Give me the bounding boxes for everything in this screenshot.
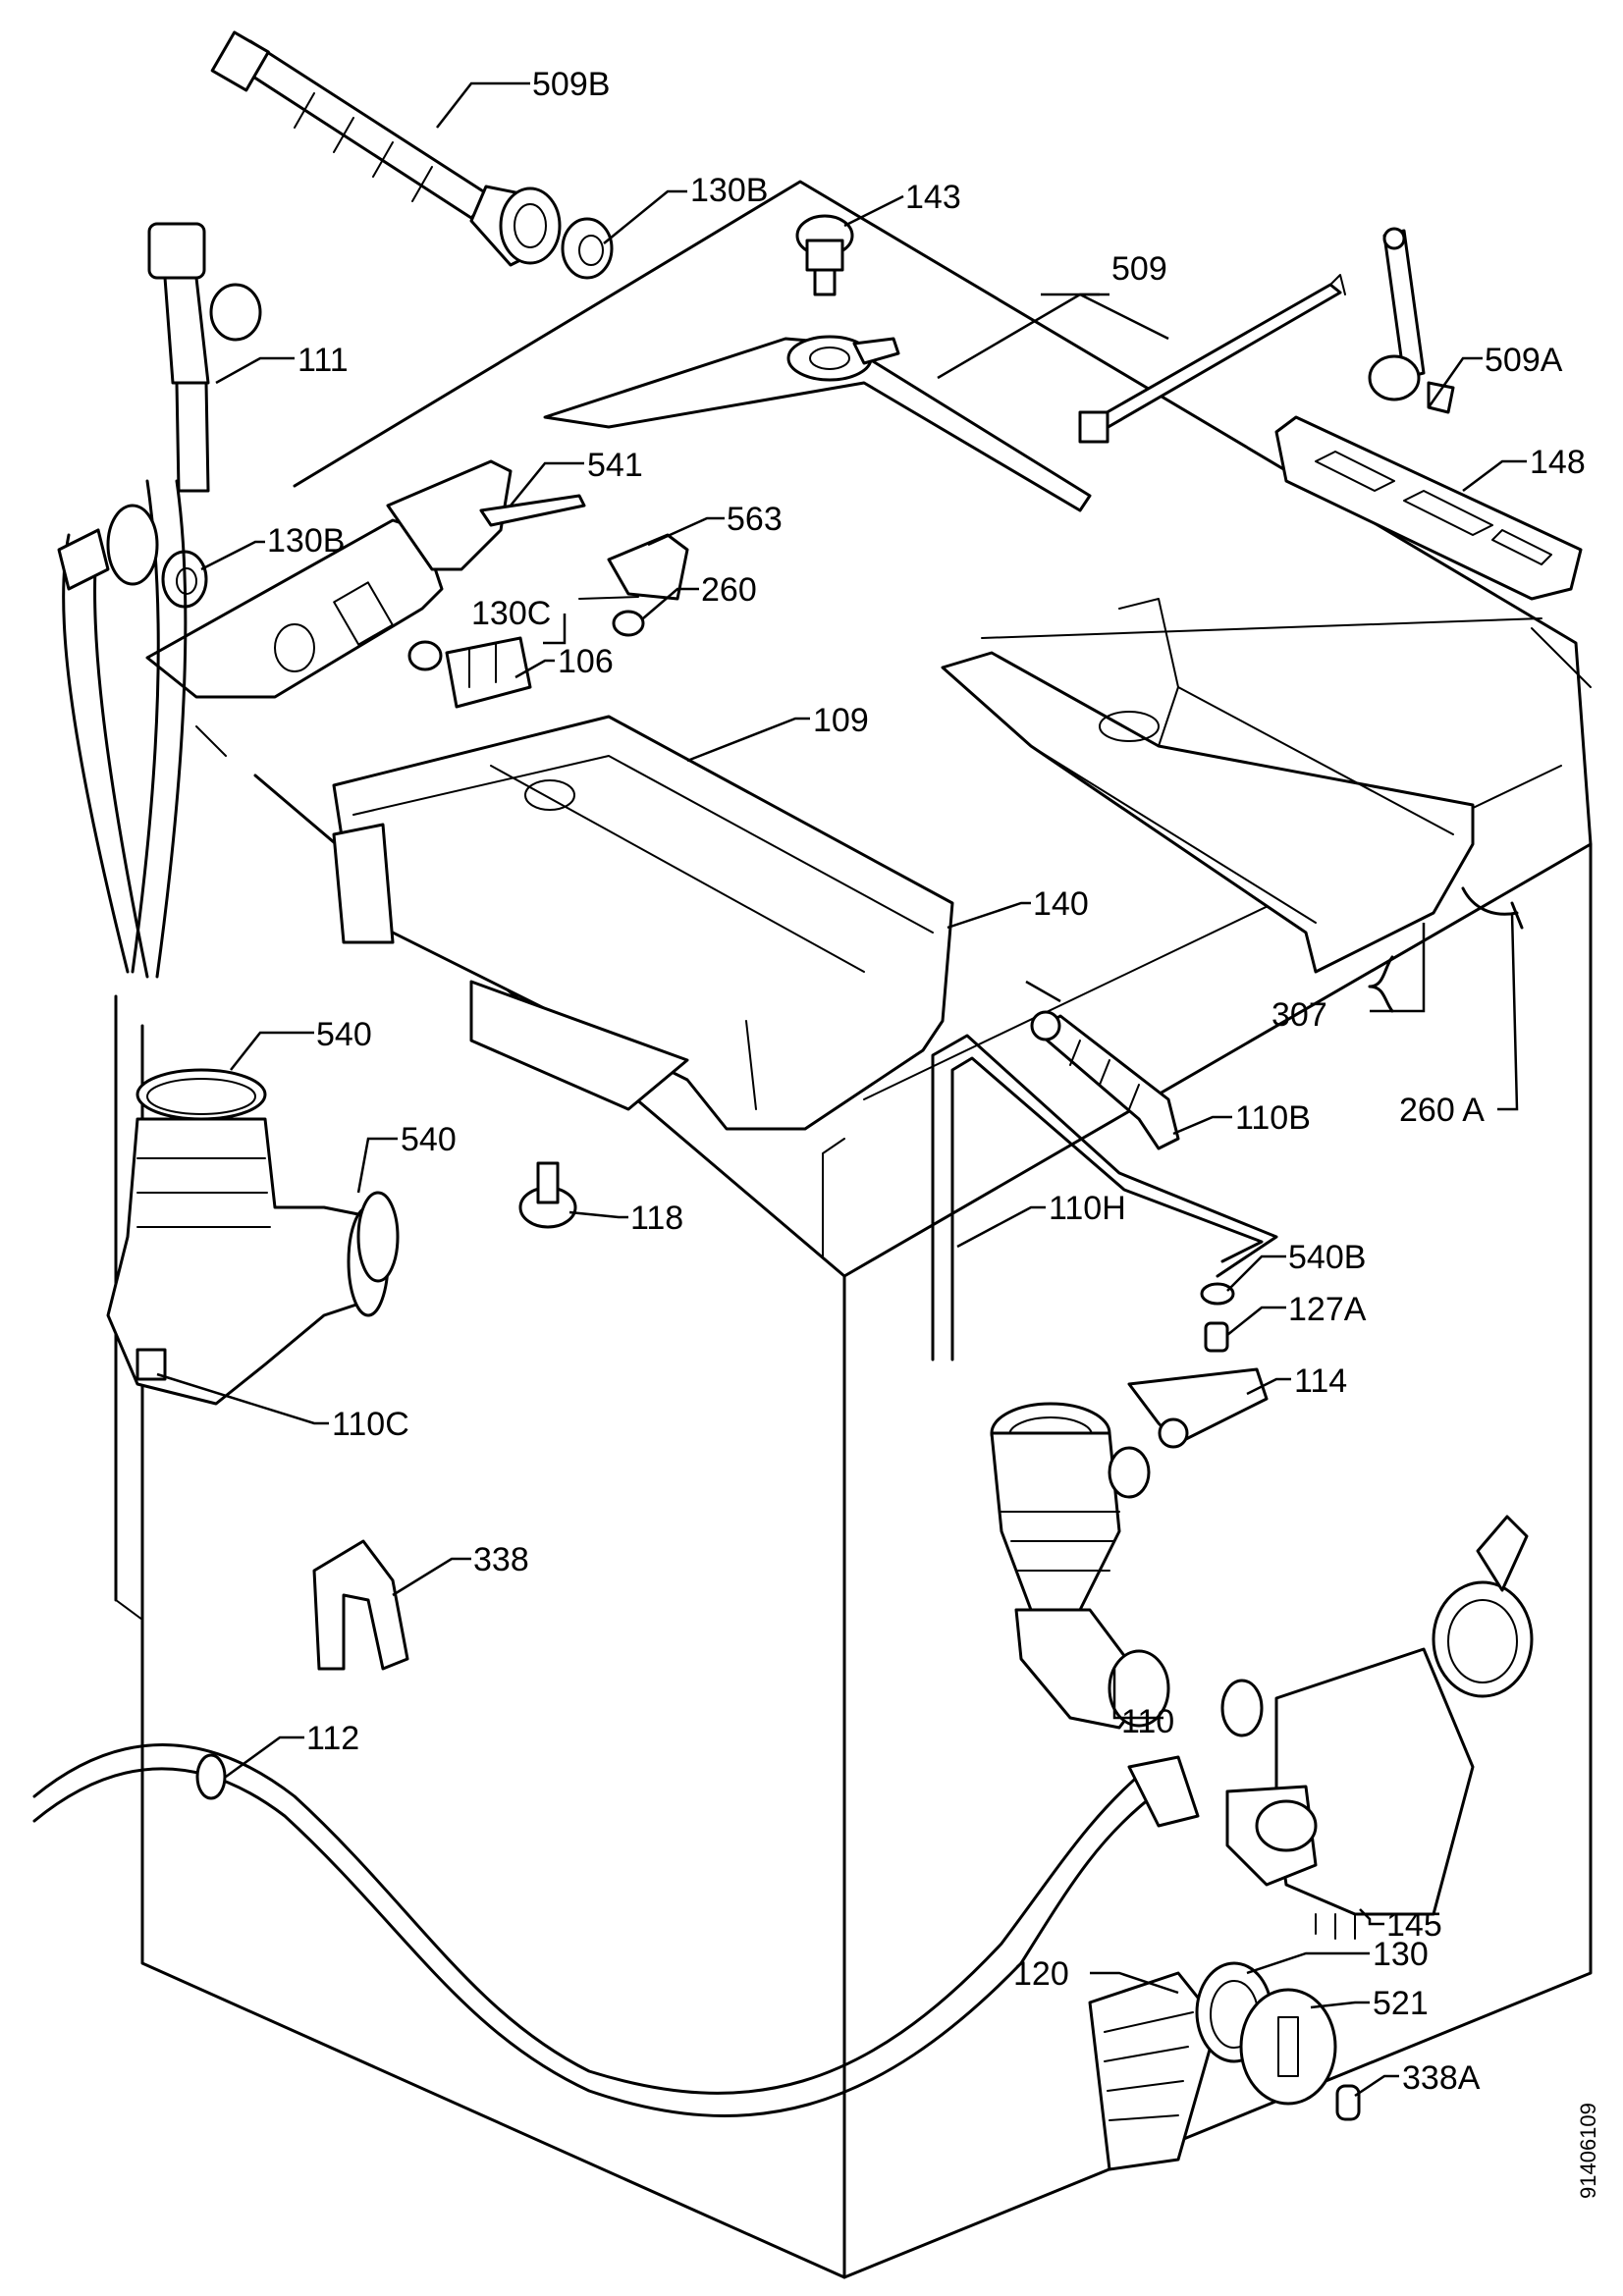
label-111: 111 xyxy=(298,342,349,379)
part-521-cap xyxy=(1239,1988,1337,2106)
part-114-heater-clip xyxy=(1127,1367,1269,1449)
part-110b-hose xyxy=(1030,1010,1180,1150)
part-130c-clip xyxy=(407,640,443,671)
label-521: 521 xyxy=(1373,1985,1429,2022)
label-130c: 130C xyxy=(471,595,551,632)
label-509a: 509A xyxy=(1485,342,1563,379)
part-112-drain-hose xyxy=(32,1743,1200,2117)
label-143: 143 xyxy=(905,179,961,216)
part-260-spring xyxy=(612,610,645,637)
part-509-spider-arm xyxy=(543,274,1346,512)
label-540-b: 540 xyxy=(401,1121,457,1158)
part-143-knob xyxy=(795,214,854,296)
label-540-a: 540 xyxy=(316,1016,372,1053)
part-labels: 509B 130B 143 509 111 509A 541 148 130B … xyxy=(267,66,1586,2097)
part-509b-inlet-pipe xyxy=(210,30,562,267)
part-307-drawer xyxy=(941,598,1475,974)
part-338a-clip xyxy=(1335,2084,1361,2121)
label-260a: 260 A xyxy=(1399,1092,1485,1129)
label-145: 145 xyxy=(1386,1906,1442,1944)
part-118-sensor xyxy=(518,1161,577,1229)
part-540b-clip xyxy=(1200,1282,1235,1306)
label-120: 120 xyxy=(1013,1955,1069,1993)
label-110: 110 xyxy=(1121,1703,1174,1740)
label-130b-left: 130B xyxy=(267,522,345,560)
label-114: 114 xyxy=(1294,1362,1347,1400)
part-111-valve xyxy=(147,222,262,493)
label-509b: 509B xyxy=(532,66,610,103)
leader-lines xyxy=(156,81,1527,2098)
part-563-cover xyxy=(578,533,689,601)
label-148: 148 xyxy=(1530,444,1586,481)
label-109: 109 xyxy=(813,702,869,739)
label-112: 112 xyxy=(306,1720,359,1757)
label-130: 130 xyxy=(1373,1936,1429,1973)
label-110c: 110C xyxy=(332,1406,409,1443)
label-563: 563 xyxy=(727,501,783,538)
part-120-filter xyxy=(1088,1971,1219,2171)
part-540-clamp-a xyxy=(135,1068,267,1121)
part-148-tray-insert xyxy=(1274,415,1583,601)
part-130b-nut-top xyxy=(561,217,614,280)
label-260: 260 xyxy=(701,571,757,609)
part-260a-clip xyxy=(1461,886,1524,930)
part-540-clamp-b xyxy=(356,1191,400,1283)
label-338: 338 xyxy=(473,1541,529,1578)
part-inlet-hose-left xyxy=(57,479,188,979)
part-109-dispenser-housing xyxy=(332,715,954,1131)
label-106: 106 xyxy=(558,643,614,680)
part-145-pump-housing xyxy=(1220,1515,1534,1940)
label-118: 118 xyxy=(630,1200,683,1237)
label-338a: 338A xyxy=(1402,2059,1481,2097)
drawing-code: 91406109 xyxy=(1576,2103,1600,2199)
part-110c-sump xyxy=(106,1117,390,1406)
label-130b-top: 130B xyxy=(690,172,768,209)
label-140: 140 xyxy=(1033,885,1089,923)
label-127a: 127A xyxy=(1288,1291,1367,1328)
part-509a-lever xyxy=(1368,227,1455,414)
label-110b: 110B xyxy=(1235,1099,1311,1137)
part-106-switch xyxy=(445,636,532,709)
label-509: 509 xyxy=(1111,250,1167,288)
part-338-clip xyxy=(312,1539,409,1671)
label-541: 541 xyxy=(587,447,643,484)
part-541-bracket xyxy=(145,459,586,699)
label-540b: 540B xyxy=(1288,1239,1366,1276)
part-127a-plug xyxy=(1204,1321,1229,1353)
part-110-bellows-hose xyxy=(990,1402,1170,1730)
label-307: 307 xyxy=(1271,996,1327,1034)
label-110h: 110H xyxy=(1049,1190,1126,1227)
part-110h-hose xyxy=(931,1034,1278,1362)
